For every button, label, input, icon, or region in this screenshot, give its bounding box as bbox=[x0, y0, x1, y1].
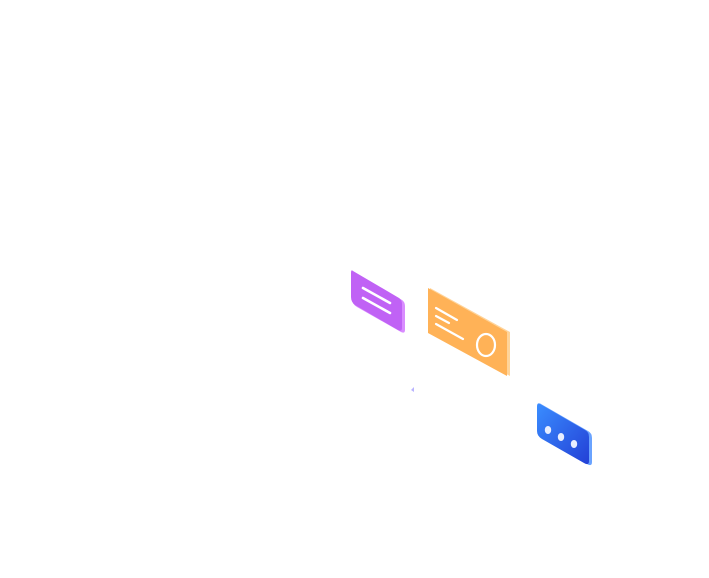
menu-lines-icon bbox=[361, 286, 392, 315]
chat-dots-card bbox=[537, 403, 592, 466]
small-marker bbox=[411, 387, 414, 392]
more-dots-icon bbox=[544, 426, 578, 448]
text-circle-card bbox=[428, 288, 510, 376]
menu-card bbox=[351, 270, 405, 333]
text-circle-icon bbox=[434, 306, 497, 358]
